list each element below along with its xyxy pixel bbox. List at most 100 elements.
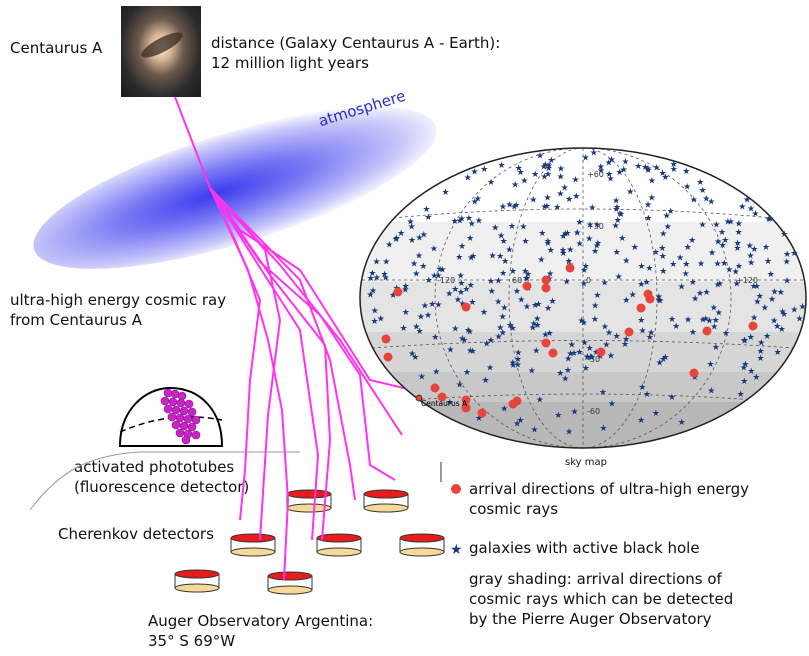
galaxy-star: ★ <box>468 219 476 229</box>
galaxy-star: ★ <box>584 353 592 363</box>
galaxy-star: ★ <box>536 395 544 405</box>
galaxy-star: ★ <box>564 366 572 376</box>
galaxy-star: ★ <box>735 228 743 238</box>
galaxy-star: ★ <box>783 258 791 268</box>
galaxy-star: ★ <box>712 316 720 326</box>
galaxy-star: ★ <box>594 239 602 249</box>
galaxy-star: ★ <box>434 272 442 282</box>
galaxy-star: ★ <box>646 333 654 343</box>
galaxy-star: ★ <box>430 244 438 254</box>
primary-cosmic-ray <box>174 96 211 189</box>
galaxy-star: ★ <box>638 262 646 272</box>
galaxy-star: ★ <box>783 250 791 260</box>
galaxy-star: ★ <box>608 400 616 410</box>
galaxy-star: ★ <box>545 162 553 172</box>
galaxy-star: ★ <box>757 339 765 349</box>
galaxy-star: ★ <box>762 243 770 253</box>
galaxy-star: ★ <box>412 323 420 333</box>
galaxy-star: ★ <box>643 390 651 400</box>
galaxy-star: ★ <box>469 252 477 262</box>
galaxy-star: ★ <box>516 416 524 426</box>
galaxy-star: ★ <box>644 201 652 211</box>
galaxy-star: ★ <box>466 347 474 357</box>
cherenkov-tank <box>174 569 220 593</box>
galaxy-star: ★ <box>458 242 466 252</box>
galaxy-star: ★ <box>667 207 675 217</box>
galaxy-star: ★ <box>456 217 464 227</box>
galaxy-star: ★ <box>738 203 746 213</box>
galaxy-star: ★ <box>412 270 420 280</box>
galaxy-star: ★ <box>402 282 410 292</box>
grid-label-lon-m120: -120 <box>437 276 455 285</box>
galaxy-star: ★ <box>597 166 605 176</box>
galaxy-star: ★ <box>629 291 637 301</box>
galaxy-star: ★ <box>643 278 651 288</box>
galaxy-star: ★ <box>509 361 517 371</box>
galaxy-star: ★ <box>544 170 552 180</box>
galaxy-star: ★ <box>668 315 676 325</box>
galaxy-star: ★ <box>684 243 692 253</box>
galaxy-star: ★ <box>718 228 726 238</box>
galaxy-star: ★ <box>513 287 521 297</box>
galaxy-star: ★ <box>428 300 436 310</box>
galaxy-star: ★ <box>590 148 598 158</box>
galaxy-star: ★ <box>506 321 514 331</box>
galaxy-star: ★ <box>463 368 471 378</box>
galaxy-star: ★ <box>707 387 715 397</box>
galaxy-star: ★ <box>544 237 552 247</box>
galaxy-star: ★ <box>659 252 667 262</box>
galaxy-star: ★ <box>647 329 655 339</box>
galaxy-star: ★ <box>796 315 804 325</box>
galaxy-star: ★ <box>573 228 581 238</box>
galaxy-star: ★ <box>733 244 741 254</box>
galaxy-star: ★ <box>421 301 429 311</box>
galaxy-star: ★ <box>583 353 591 363</box>
galaxy-star: ★ <box>735 262 743 272</box>
galaxy-star: ★ <box>578 317 586 327</box>
galaxy-star: ★ <box>648 177 656 187</box>
galaxy-star: ★ <box>702 194 710 204</box>
galaxy-star: ★ <box>721 236 729 246</box>
galaxy-star: ★ <box>593 291 601 301</box>
galaxy-star: ★ <box>631 243 639 253</box>
galaxy-star: ★ <box>445 289 453 299</box>
galaxy-star: ★ <box>753 297 761 307</box>
galaxy-star: ★ <box>489 252 497 262</box>
cherenkov-tank <box>399 533 445 557</box>
galaxy-star: ★ <box>661 173 669 183</box>
galaxy-star: ★ <box>471 167 479 177</box>
galaxy-star: ★ <box>783 277 791 287</box>
galaxy-star: ★ <box>509 267 517 277</box>
galaxy-star: ★ <box>753 282 761 292</box>
galaxy-star: ★ <box>509 359 517 369</box>
galaxy-star: ★ <box>750 313 758 323</box>
galaxy-star: ★ <box>780 310 788 320</box>
galaxy-star: ★ <box>457 288 465 298</box>
galaxy-star: ★ <box>553 203 561 213</box>
galaxy-star: ★ <box>514 361 522 371</box>
galaxy-star: ★ <box>612 197 620 207</box>
galaxy-star: ★ <box>678 418 686 428</box>
galaxy-star: ★ <box>466 234 474 244</box>
galaxy-star: ★ <box>438 266 446 276</box>
galaxy-star: ★ <box>682 270 690 280</box>
galaxy-star: ★ <box>544 304 552 314</box>
galaxy-star: ★ <box>621 157 629 167</box>
galaxy-star: ★ <box>434 301 442 311</box>
galaxy-star: ★ <box>790 249 798 259</box>
galaxy-star: ★ <box>545 164 553 174</box>
galaxy-star: ★ <box>530 320 538 330</box>
galaxy-star: ★ <box>531 170 539 180</box>
galaxy-star: ★ <box>371 317 379 327</box>
galaxy-star: ★ <box>669 260 677 270</box>
cherenkov-tank <box>230 533 276 557</box>
galaxy-star: ★ <box>716 279 724 289</box>
galaxy-star: ★ <box>763 332 771 342</box>
galaxy-star: ★ <box>400 324 408 334</box>
galaxy-star: ★ <box>497 232 505 242</box>
galaxy-star: ★ <box>572 176 580 186</box>
galaxy-star: ★ <box>712 221 720 231</box>
galaxy-star: ★ <box>588 353 596 363</box>
galaxy-star: ★ <box>416 327 424 337</box>
galaxy-star: ★ <box>656 359 664 369</box>
